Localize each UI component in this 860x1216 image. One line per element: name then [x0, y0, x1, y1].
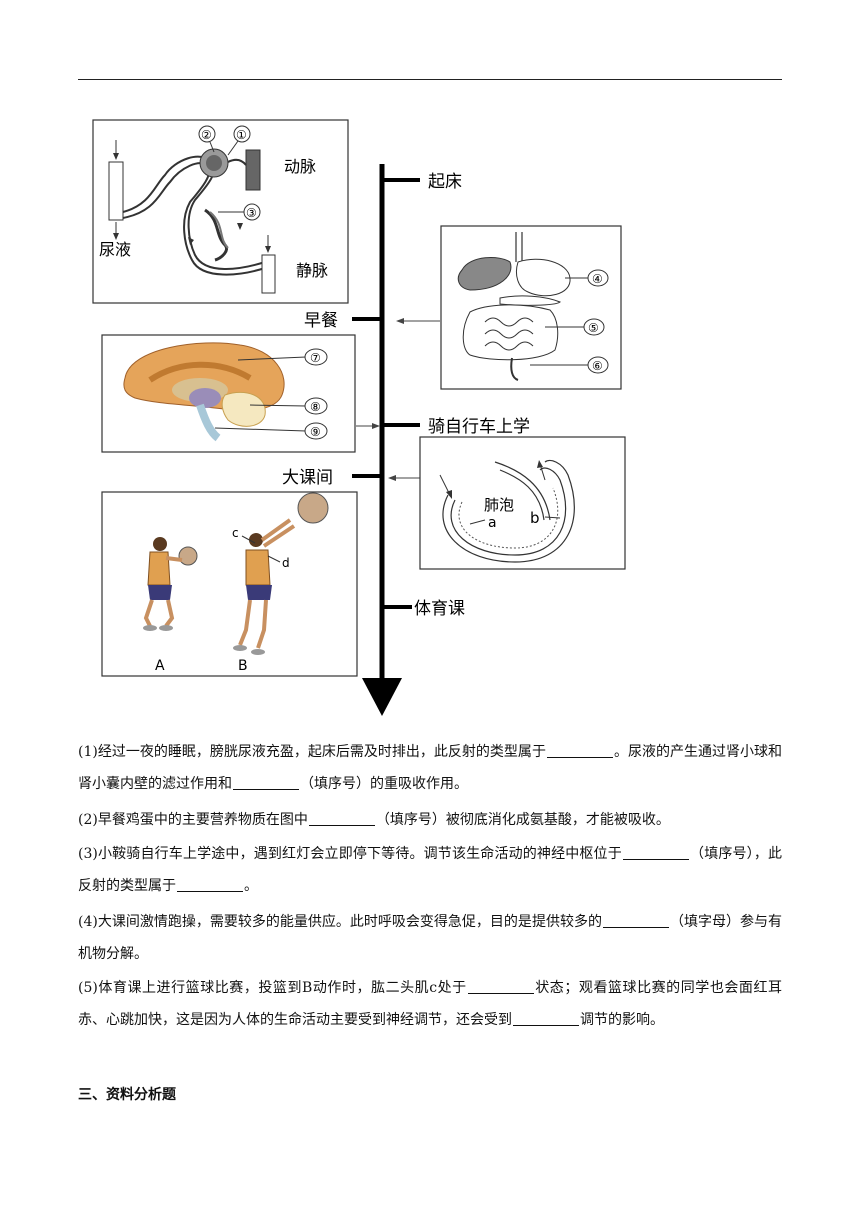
q3-text-c: 。 [244, 878, 258, 894]
q5-text-a: (5)体育课上进行篮球比赛，投篮到B动作时，肱二头肌c处于 [78, 980, 467, 996]
player-a-icon [143, 537, 198, 631]
cerebellum-icon [221, 391, 266, 427]
basketball-icon [297, 492, 329, 524]
basketball-panel: c d A B [101, 491, 358, 677]
section-title: 三、资料分析题 [78, 1087, 176, 1103]
label-2: ② [201, 128, 212, 142]
q4-text-a: (4)大课间激情跑操，需要较多的能量供应。此时呼吸会变得急促，目的是提供较多的 [78, 914, 602, 930]
timeline: 起床 早餐 骑自行车上学 大课间 体育课 [282, 164, 530, 716]
brain-panel: ⑦ ⑧ ⑨ [101, 334, 356, 453]
timeline-pe: 体育课 [414, 599, 465, 619]
vein-label: 静脉 [296, 261, 328, 280]
daily-life-figure: 起床 早餐 骑自行车上学 大课间 体育课 [92, 119, 626, 716]
question-1: (1)经过一夜的睡眠，膀胱尿液充盈，起床后需及时排出，此反射的类型属于。尿液的产… [78, 736, 782, 800]
digestive-panel: ④ ⑤ ⑥ [440, 225, 622, 390]
artery-icon [245, 149, 261, 191]
timeline-breakfast: 早餐 [304, 311, 338, 331]
question-4: (4)大课间激情跑操，需要较多的能量供应。此时呼吸会变得急促，目的是提供较多的（… [78, 906, 782, 970]
alveolus-panel: 肺泡 a b [419, 436, 626, 570]
label-player-b: B [238, 658, 248, 674]
label-7: ⑦ [310, 351, 321, 365]
q1-blank-1[interactable] [546, 742, 613, 758]
brainstem-icon [196, 403, 221, 442]
question-3: (3)小鞍骑自行车上学途中，遇到红灯会立即停下等待。调节该生命活动的神经中枢位于… [78, 838, 782, 902]
q3-text-b: （填序号），此反射的类型属于 [78, 846, 782, 894]
label-c: c [232, 526, 239, 540]
label-b: b [530, 509, 540, 527]
label-9: ⑨ [310, 425, 321, 439]
liver-icon [457, 257, 512, 291]
q2-blank-1[interactable] [308, 810, 375, 826]
q2-text-b: （填序号）被彻底消化成氨基酸，才能被吸收。 [375, 812, 670, 828]
q1-blank-2[interactable] [233, 774, 299, 790]
artery-label: 动脉 [284, 157, 316, 176]
label-6: ⑥ [592, 359, 603, 373]
vein-icon [261, 254, 276, 294]
label-8: ⑧ [310, 400, 321, 414]
alveolus-label: 肺泡 [484, 496, 514, 514]
question-5: (5)体育课上进行篮球比赛，投篮到B动作时，肱二头肌c处于状态；观看篮球比赛的同… [78, 972, 782, 1036]
q1-text-c: （填序号）的重吸收作用。 [300, 776, 468, 792]
q5-text-c: 调节的影响。 [580, 1012, 664, 1028]
small-intestine-icon [484, 317, 534, 351]
label-3: ③ [246, 206, 257, 220]
label-player-a: A [155, 658, 165, 674]
timeline-break: 大课间 [282, 468, 333, 488]
q1-text-a: (1)经过一夜的睡眠，膀胱尿液充盈，起床后需及时排出，此反射的类型属于 [78, 744, 546, 760]
q3-text-a: (3)小鞍骑自行车上学途中，遇到红灯会立即停下等待。调节该生命活动的神经中枢位于 [78, 846, 622, 862]
top-rule [78, 79, 782, 80]
q2-text-a: (2)早餐鸡蛋中的主要营养物质在图中 [78, 812, 308, 828]
q3-blank-1[interactable] [622, 844, 689, 860]
q3-blank-2[interactable] [177, 876, 243, 892]
label-d: d [282, 556, 290, 570]
nephron-panel: ② ① ③ 动脉 静脉 尿液 [92, 119, 349, 304]
label-1: ① [236, 128, 247, 142]
q1-text-b: 。尿液的产生通过肾小球和肾小囊内壁的滤过作用和 [78, 744, 782, 792]
q4-text-b: （填字母）参与有机物分解。 [78, 914, 782, 962]
label-5: ⑤ [588, 321, 599, 335]
timeline-arrow-icon [362, 678, 402, 716]
player-b-icon [233, 492, 329, 655]
q4-blank-1[interactable] [602, 912, 669, 928]
large-intestine-icon [462, 304, 559, 361]
q5-blank-2[interactable] [513, 1010, 579, 1026]
q5-blank-1[interactable] [467, 978, 534, 994]
stomach-icon [515, 258, 571, 297]
label-a: a [488, 515, 497, 531]
label-4: ④ [592, 272, 603, 286]
question-2: (2)早餐鸡蛋中的主要营养物质在图中 （填序号）被彻底消化成氨基酸，才能被吸收。 [78, 804, 782, 836]
timeline-wake: 起床 [428, 172, 462, 192]
timeline-bike: 骑自行车上学 [428, 417, 530, 437]
urine-label: 尿液 [99, 240, 131, 259]
q5-text-b: 状态；观看篮球比赛的同学也会面红耳赤、心跳加快，这是因为人体的生命活动主要受到神… [78, 980, 783, 1028]
